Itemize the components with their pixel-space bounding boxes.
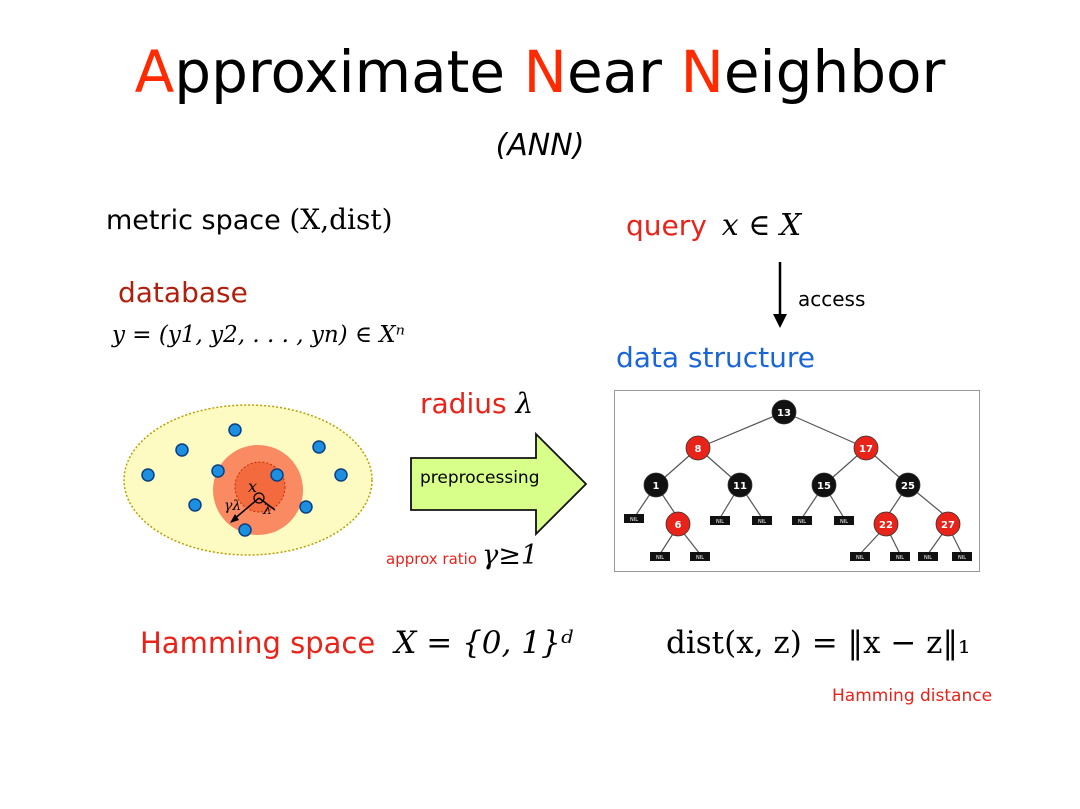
title-part: pproximate	[174, 38, 524, 106]
database-label: database	[118, 276, 248, 309]
radius-symbol: λ	[515, 387, 534, 420]
tree-node-6	[665, 511, 691, 537]
center-x-label: x	[248, 477, 257, 496]
data-point	[228, 423, 242, 437]
tree-node-label: 13	[777, 408, 791, 419]
access-label: access	[798, 287, 866, 311]
nil-leaf	[890, 552, 910, 561]
tree-node-11	[727, 472, 753, 498]
radius-line: radius λ	[420, 387, 533, 420]
title-letter-a: A	[134, 38, 175, 106]
tree-node-15	[811, 472, 837, 498]
slide-subtitle: (ANN)	[495, 128, 585, 163]
tree-node-label: 25	[901, 481, 915, 492]
hamming-space-line: Hamming space X = {0, 1}ᵈ	[140, 625, 573, 661]
tree-node-label: 15	[817, 481, 831, 492]
tree-node-label: 8	[695, 444, 702, 455]
approx-ratio-formula: γ≥1	[482, 540, 539, 571]
hamming-space-formula: X = {0, 1}ᵈ	[394, 625, 574, 661]
nil-leaf	[850, 552, 870, 561]
preprocessing-label: preprocessing	[420, 468, 540, 488]
query-point	[253, 492, 265, 504]
slide-title: Approximate Near Neighbor	[0, 38, 1080, 106]
nil-leaf	[650, 552, 670, 561]
lambda-radius-line	[258, 497, 276, 511]
nil-leaf	[834, 516, 854, 525]
radius-label: radius	[420, 387, 507, 420]
nil-text: NIL	[630, 517, 638, 523]
access-arrow	[773, 262, 787, 328]
nil-text: NIL	[696, 555, 704, 561]
data-point	[141, 468, 155, 482]
tree-node-label: 6	[675, 520, 682, 531]
database-ball-diagram: x γλ λ	[123, 404, 373, 556]
database-formula: y = (y1, y2, . . . , yn) ∈ Xⁿ	[112, 322, 405, 348]
data-point	[299, 500, 313, 514]
data-point	[211, 464, 225, 478]
dist-formula: dist(x, z) = ‖x − z‖₁	[666, 625, 971, 661]
nil-text: NIL	[856, 555, 864, 561]
nil-leaf	[752, 516, 772, 525]
data-point	[188, 498, 202, 512]
gamma-radius-line	[232, 497, 260, 521]
hamming-distance-label: Hamming distance	[832, 686, 993, 706]
tree-node-25	[895, 472, 921, 498]
tree-node-label: 1	[653, 481, 660, 492]
data-point	[175, 443, 189, 457]
nil-leaf	[952, 552, 972, 561]
nil-leaf	[710, 516, 730, 525]
nil-text: NIL	[840, 519, 848, 525]
nil-leaf	[624, 514, 644, 523]
data-structure-label: data structure	[616, 341, 816, 374]
query-label: query	[626, 209, 707, 242]
title-letter-n2: N	[680, 38, 724, 106]
lambda-label: λ	[262, 502, 272, 518]
nil-text: NIL	[758, 519, 766, 525]
data-point	[334, 468, 348, 482]
title-letter-n1: N	[523, 38, 567, 106]
tree-node-label: 11	[733, 481, 747, 492]
tree-node-8	[685, 435, 711, 461]
tree-node-label: 22	[879, 520, 893, 531]
tree-node-label: 27	[941, 520, 955, 531]
metric-space-label: metric space	[106, 205, 281, 236]
title-part: eighbor	[723, 38, 946, 106]
red-black-tree: NIL NIL NIL NIL NIL NIL NIL NIL NIL NIL …	[614, 390, 980, 572]
hamming-space-label: Hamming space	[140, 626, 376, 660]
tree-node-label: 17	[859, 444, 873, 455]
metric-space-line: metric space (X,dist)	[106, 203, 393, 236]
data-point	[312, 440, 326, 454]
tree-node-17	[853, 435, 879, 461]
approx-ratio-line: approx ratio γ≥1	[386, 540, 538, 571]
nil-text: NIL	[924, 555, 932, 561]
nil-text: NIL	[716, 519, 724, 525]
tree-node-27	[935, 511, 961, 537]
gamma-lambda-label: γλ	[224, 498, 241, 514]
title-part: ear	[566, 38, 681, 106]
data-point	[270, 468, 284, 482]
nil-text: NIL	[896, 555, 904, 561]
nil-leaf	[792, 516, 812, 525]
preprocessing-arrow	[410, 431, 588, 537]
tree-node-1	[643, 472, 669, 498]
nil-text: NIL	[656, 555, 664, 561]
nil-text: NIL	[958, 555, 966, 561]
metric-space-formula: (X,dist)	[289, 203, 393, 236]
tree-node-13	[771, 399, 797, 425]
approx-ratio-label: approx ratio	[386, 550, 478, 568]
query-formula: x ∈ X	[721, 208, 802, 243]
nil-text: NIL	[798, 519, 806, 525]
nil-leaf	[690, 552, 710, 561]
tree-node-22	[873, 511, 899, 537]
nil-leaf	[918, 552, 938, 561]
data-point	[238, 523, 252, 537]
query-line: query x ∈ X	[626, 208, 801, 243]
